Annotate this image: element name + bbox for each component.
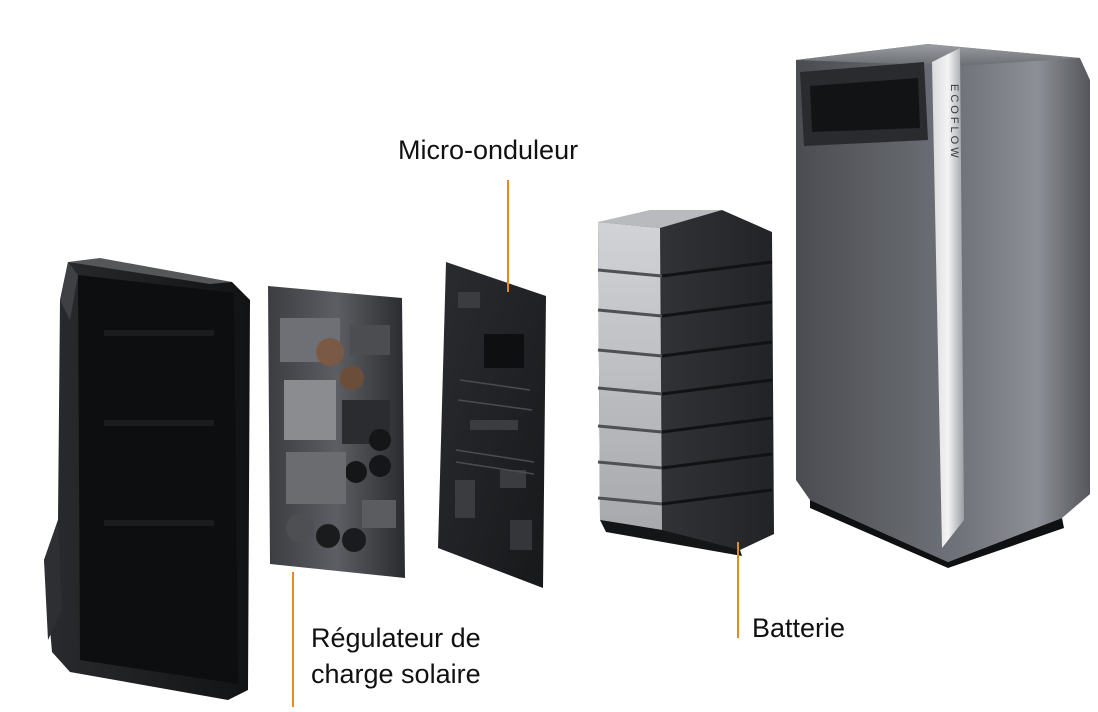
label-charge-regulator: Régulateur de charge solaire	[311, 620, 481, 692]
label-micro-inverter: Micro-onduleur	[398, 135, 579, 165]
device-enclosure-icon	[44, 258, 250, 700]
label-battery: Batterie	[752, 613, 846, 643]
micro-inverter-board-icon	[438, 262, 546, 588]
label-charge-regulator-line-2: charge solaire	[311, 659, 481, 689]
charge-regulator-board-icon	[268, 286, 405, 578]
ecoflow-logo: ECOFLOW	[948, 84, 960, 161]
label-charge-regulator-line-1: Régulateur de	[311, 623, 481, 653]
finished-unit-icon: ECOFLOW	[796, 44, 1090, 568]
battery-pack-icon	[597, 210, 774, 556]
